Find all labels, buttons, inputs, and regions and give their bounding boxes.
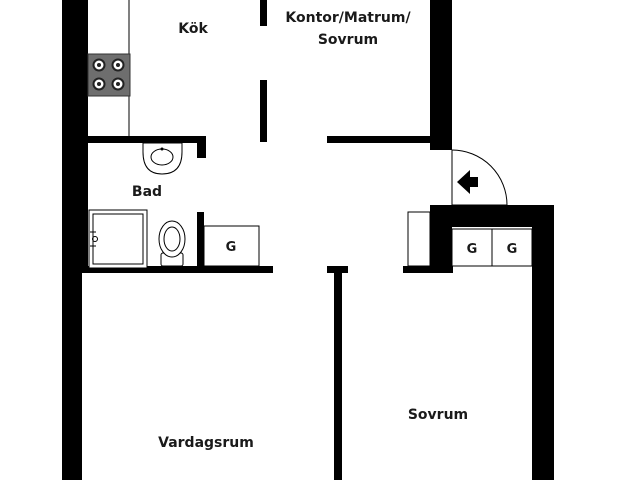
closet-c: G [491, 228, 533, 267]
stove-icon [87, 53, 131, 97]
wall-bath-right [197, 212, 204, 273]
entrance-arrow-icon [457, 170, 478, 194]
shower-icon [88, 209, 148, 269]
closet-a: G [203, 225, 260, 267]
closet-c-label: G [507, 242, 518, 257]
wall-kitchen-office-mid [260, 80, 267, 142]
wall-bath-top [88, 136, 206, 143]
walls [62, 0, 554, 480]
wall-right-lower [532, 205, 554, 480]
sink-icon [142, 142, 183, 175]
wall-mid-right [403, 266, 453, 273]
wall-left-lower [62, 268, 82, 480]
closet-b-label: G [467, 242, 478, 257]
room-label-living-room: Vardagsrum [158, 435, 254, 451]
wall-living-bedroom [334, 266, 342, 480]
wall-bath-top-stub [197, 136, 206, 158]
closet-a-label: G [226, 240, 237, 255]
closet-b: G [451, 228, 493, 267]
room-label-office-line2: Sovrum [318, 32, 378, 48]
wall-mid-left [82, 266, 273, 273]
toilet-icon [158, 220, 186, 267]
entrance-cabinet [407, 211, 431, 267]
room-label-office-line1: Kontor/Matrum/ [285, 10, 411, 26]
wall-left-upper [62, 0, 88, 273]
room-label-bedroom: Sovrum [408, 407, 468, 423]
wall-entrance-bottom [430, 205, 554, 227]
room-label-kitchen: Kök [178, 21, 208, 37]
room-label-bathroom: Bad [132, 184, 162, 200]
entrance-door [451, 149, 508, 206]
wall-office-bottom [327, 136, 452, 143]
wall-kitchen-office-top [260, 0, 267, 26]
wall-right-upper [430, 0, 452, 150]
